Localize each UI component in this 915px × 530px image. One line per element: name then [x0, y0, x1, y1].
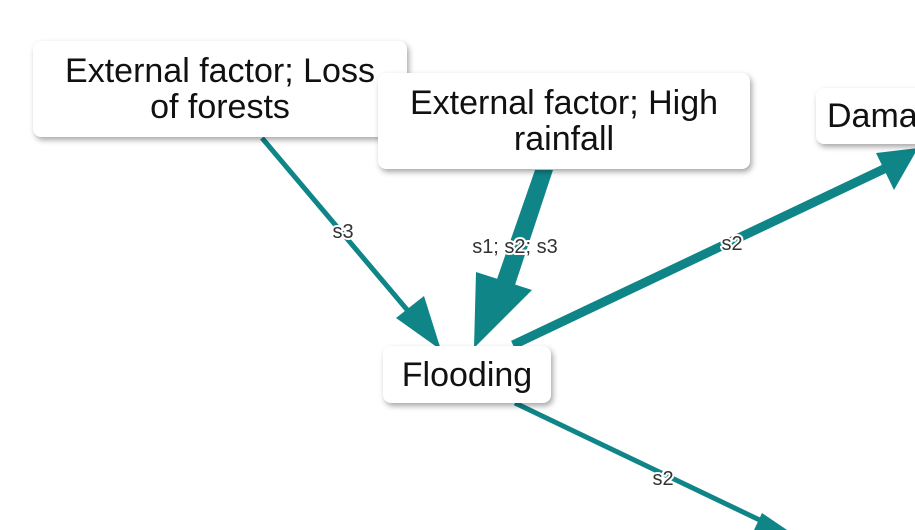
edge-label-s2: s2	[652, 468, 673, 490]
node-flooding[interactable]: Flooding	[383, 346, 551, 403]
node-label-line1: External factor; High	[409, 84, 719, 122]
arrowhead	[876, 148, 915, 190]
node-label: Flooding	[401, 355, 533, 394]
edge-label-s2: s2	[721, 233, 742, 255]
edge-label-s1-s2-s3: s1; s2; s3	[472, 236, 558, 258]
edge-line	[497, 170, 553, 285]
arrowhead	[474, 272, 532, 348]
edge-loss-to-flooding[interactable]: s3	[260, 136, 441, 350]
node-label-line2: of forests	[150, 88, 290, 126]
edge-line	[511, 163, 888, 350]
edge-flooding-to-offscreen[interactable]: s2	[513, 400, 790, 530]
node-damage[interactable]: Dama	[816, 88, 915, 144]
node-high-rainfall[interactable]: External factor; High rainfall	[378, 73, 750, 169]
edge-rainfall-to-flooding[interactable]: s1; s2; s3	[470, 170, 560, 348]
edge-label-s3: s3	[332, 221, 353, 243]
arrowhead	[396, 296, 441, 350]
node-label-line2: rainfall	[513, 120, 615, 158]
node-label: Dama	[827, 97, 915, 135]
node-label-line1: External factor; Loss	[65, 52, 375, 90]
edge-line	[260, 136, 416, 320]
node-loss-of-forests[interactable]: External factor; Loss of forests	[33, 41, 407, 137]
edge-line	[513, 400, 770, 527]
arrowhead	[754, 513, 788, 530]
edge-flooding-to-damage[interactable]: s2	[511, 148, 915, 350]
